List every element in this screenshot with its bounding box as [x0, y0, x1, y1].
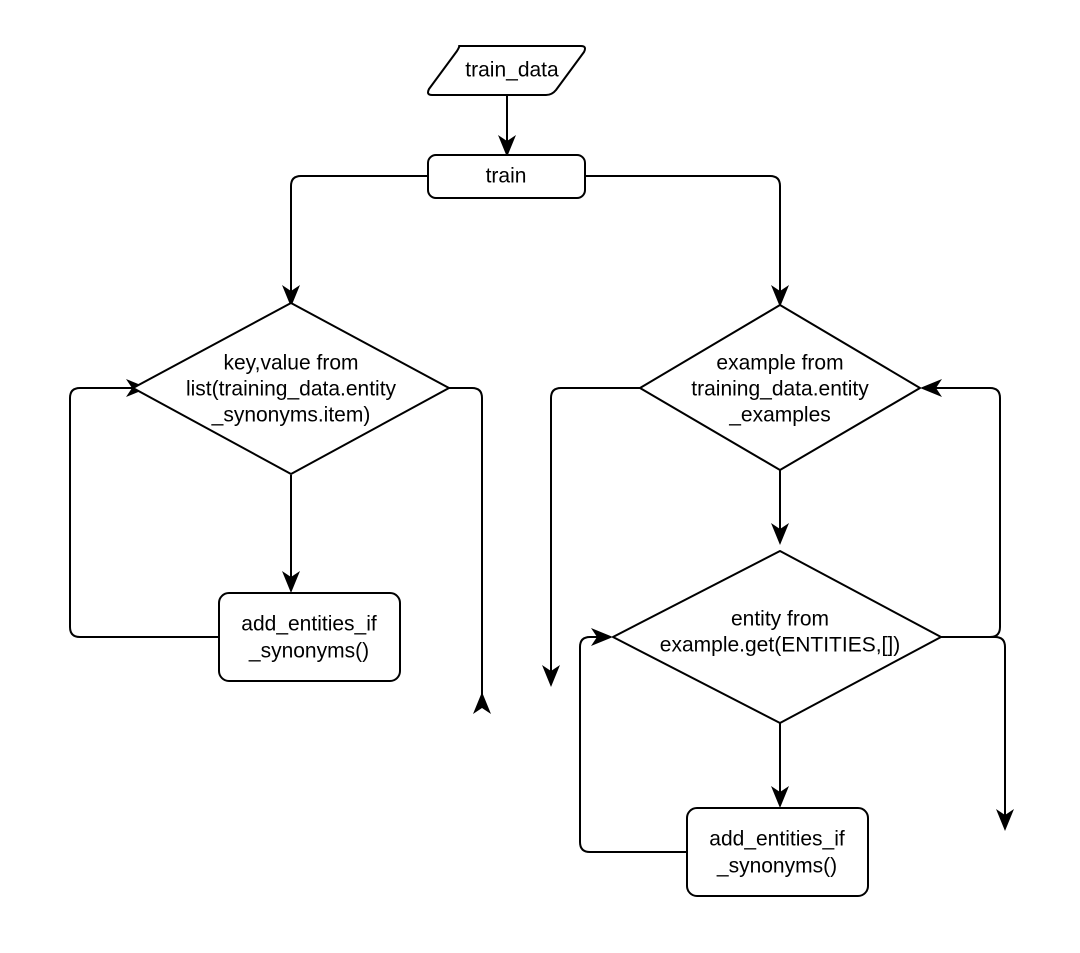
arrowhead-down	[771, 523, 789, 545]
node-add_entities_left[interactable]: add_entities_if _synonyms()	[218, 592, 401, 682]
edge-loop_entities-exit	[941, 636, 1014, 831]
arrowhead-down	[282, 285, 300, 307]
node-train_data-label: train_data	[465, 59, 559, 82]
node-loop_synonyms-label-line3: _synonyms.item)	[211, 404, 371, 427]
edge-loop_entities-to-add_entities_right	[771, 723, 789, 808]
arrowhead-down	[282, 571, 300, 593]
edge-loop_examples-to-loop_entities	[771, 470, 789, 545]
edge-train-to-loop_synonyms	[282, 175, 428, 307]
edge-add_entities_right-to-loop_entities	[579, 628, 687, 853]
node-loop_synonyms-label-line2: list(training_data.entity	[186, 378, 397, 401]
node-add_entities_right-label-line1: add_entities_if	[709, 828, 845, 851]
edge-loop_entities-to-loop_examples	[920, 379, 1001, 638]
node-train_data[interactable]: train_data	[427, 45, 586, 96]
node-loop_examples-label-line3: _examples	[728, 404, 831, 427]
arrowhead-down	[771, 285, 789, 307]
node-loop_examples-label-line1: example from	[716, 352, 843, 375]
parallelogram-shape	[427, 45, 586, 96]
edge-train_data-to-train	[498, 95, 516, 157]
diamond-shape	[132, 302, 450, 475]
node-add_entities_left-label-line1: add_entities_if	[241, 613, 377, 636]
node-train-label: train	[486, 165, 527, 188]
edge-train-to-loop_examples	[585, 175, 789, 307]
rounded-rect-shape	[218, 592, 401, 682]
node-train[interactable]: train	[427, 154, 586, 199]
node-add_entities_right-label-line2: _synonyms()	[716, 855, 837, 878]
node-loop_examples-label-line2: training_data.entity	[691, 378, 869, 401]
node-loop_synonyms-label-line1: key,value from	[224, 352, 359, 375]
node-loop_synonyms[interactable]: key,value from list(training_data.entity…	[132, 302, 450, 475]
rounded-rect-shape	[427, 154, 586, 199]
node-add_entities_left-label-line2: _synonyms()	[248, 640, 369, 663]
arrowhead-down	[498, 135, 516, 157]
node-add_entities_right[interactable]: add_entities_if _synonyms()	[686, 807, 869, 897]
edge-loop_examples-exit	[542, 387, 640, 687]
rounded-rect-shape	[686, 807, 869, 897]
arrowhead-down	[771, 786, 789, 808]
arrowhead-right	[591, 628, 613, 646]
arrowhead-down	[996, 809, 1014, 831]
arrowhead-left	[920, 379, 942, 397]
diamond-shape	[612, 550, 942, 724]
arrowhead-down	[542, 665, 560, 687]
node-loop_entities[interactable]: entity from example.get(ENTITIES,[])	[612, 550, 942, 724]
edge-loop_synonyms-to-add_entities_left	[282, 475, 300, 593]
node-loop_examples[interactable]: example from training_data.entity _examp…	[639, 304, 921, 471]
diamond-shape	[639, 304, 921, 471]
arrowhead-up	[473, 692, 491, 714]
node-loop_entities-label-line1: entity from	[731, 608, 829, 631]
node-loop_entities-label-line2: example.get(ENTITIES,[])	[660, 634, 900, 657]
edge-loop_synonyms-exit	[449, 387, 491, 714]
